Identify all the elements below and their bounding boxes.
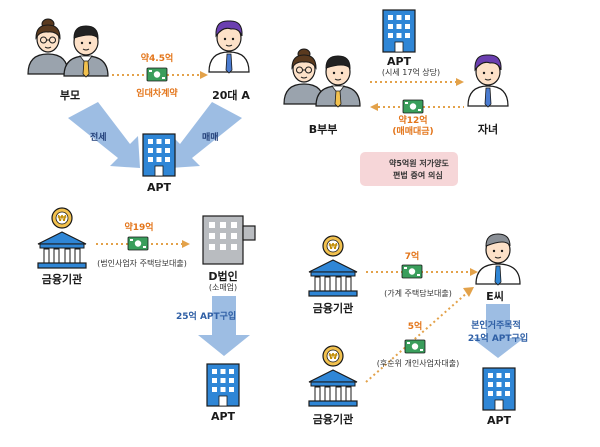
panel4-bank1-label: 금융기관 — [312, 302, 354, 315]
panel2-warning-line1: 약5억원 저가양도 — [389, 159, 449, 168]
panel1-left-big-arrow — [68, 102, 140, 168]
panel4-coin2-icon — [322, 345, 344, 367]
panel2-trade: (매매대금) — [392, 127, 434, 137]
panel1-woman-icon — [27, 18, 69, 75]
panel1-man-icon — [63, 25, 109, 78]
panel1-apt-icon — [142, 133, 176, 177]
panel2-price-note: (시세 17억 상당) — [381, 68, 441, 77]
panel2-child-label: 자녀 — [477, 123, 499, 136]
panel1-apt-label: APT — [146, 181, 172, 194]
panel3-apt-icon — [206, 363, 240, 407]
panel4-big-arrow — [472, 304, 524, 358]
panel1-money-icon — [146, 67, 168, 82]
panel3-company-label: D법인 — [208, 270, 238, 283]
panel3-company-sub: (소매업) — [208, 283, 238, 292]
panel1-amount: 약4.5억 — [140, 54, 174, 64]
panel1-left-arrow-label: 전세 — [90, 133, 107, 143]
panel4-bank2-label: 금융기관 — [312, 413, 354, 426]
panel4-person-label: E씨 — [486, 290, 504, 303]
panel3-buy-note: 25억 APT구입 — [176, 312, 237, 322]
panel4-diag-arrowhead — [463, 287, 474, 297]
panel1-right-big-arrow — [170, 102, 242, 168]
panel3-arrowhead — [182, 240, 190, 248]
panel2-amount: 약12억 — [398, 116, 428, 126]
panel4-money1-icon — [401, 264, 423, 279]
panel1-parents-label: 부모 — [59, 89, 81, 102]
panel1-contract: 임대차계약 — [136, 89, 178, 99]
panel4-money2-icon — [404, 339, 426, 354]
panel3-amount: 약19억 — [124, 223, 154, 233]
panel3-coin-icon — [51, 207, 73, 229]
panel4-amount1: 7억 — [404, 252, 420, 262]
panel2-man-icon — [315, 55, 361, 108]
panel2-warning-line2: 편법 증여 의심 — [393, 171, 443, 180]
panel2-apt-label: APT — [386, 55, 412, 68]
panel3-bank-icon — [37, 231, 87, 269]
panel4-apt-icon — [482, 367, 516, 411]
panel1-right-arrow-label: 매매 — [202, 133, 219, 143]
panel1-arrowhead — [200, 71, 208, 79]
panel2-money-icon — [402, 99, 424, 114]
panel3-big-arrow — [198, 296, 250, 356]
panel4-buy-note-line2: 21억 APT구입 — [467, 334, 529, 344]
panel4-apt-label: APT — [486, 414, 512, 427]
panel2-warning-box — [360, 152, 458, 186]
panel4-amount2: 5억 — [407, 322, 423, 332]
panel2-top-arrowhead — [456, 78, 464, 86]
panel4-loan1: (가계 주택담보대출) — [384, 289, 452, 298]
panel4-loan2: (후순위 개인사업자대출) — [376, 359, 460, 368]
panel2-young-icon — [467, 54, 509, 108]
panel4-bank2-icon — [308, 369, 358, 407]
panel3-loan: (법인사업자 주택담보대출) — [97, 259, 187, 268]
panel4-diag-dotted-arrow — [365, 291, 469, 383]
panel3-money-icon — [127, 236, 149, 251]
panel3-apt-label: APT — [210, 410, 236, 423]
panel3-bank-label: 금융기관 — [41, 273, 83, 286]
panel2-couple-label: B부부 — [308, 123, 338, 136]
panel4-person-icon — [475, 233, 521, 286]
panel2-bottom-arrowhead — [370, 103, 378, 111]
panel1-young-icon — [208, 20, 250, 74]
panel4-top-arrowhead — [470, 268, 478, 276]
panel4-coin1-icon — [322, 235, 344, 257]
panel4-bank1-icon — [308, 259, 358, 297]
panel1-buyer-label: 20대 A — [212, 89, 250, 102]
panel4-buy-note-line1: 본인거주목적 — [471, 321, 521, 331]
panel2-apt-icon — [382, 9, 416, 53]
panel3-company-icon — [202, 215, 256, 265]
